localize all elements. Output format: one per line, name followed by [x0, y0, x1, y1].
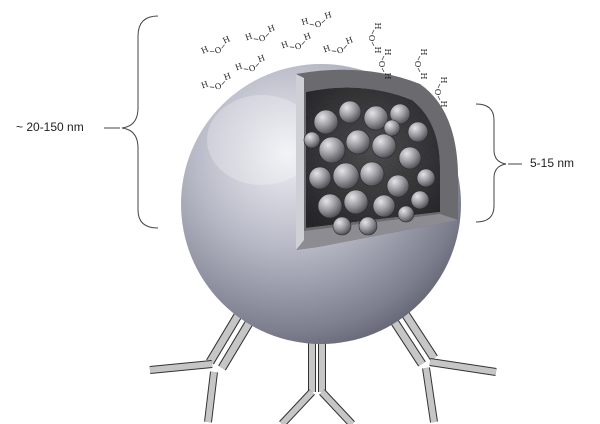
bond-line: [418, 56, 420, 60]
antibody-chain: [282, 392, 312, 424]
hydrogen-atom: H: [345, 35, 355, 46]
core-nanoparticle: [319, 137, 345, 163]
oxygen-atom: O: [336, 45, 346, 56]
core-nanoparticle: [384, 120, 400, 136]
bond-line: [372, 42, 374, 46]
hydrogen-atom: H: [439, 101, 448, 108]
hydrogen-atom: H: [200, 80, 210, 91]
bond-line: [438, 84, 440, 88]
bond-line: [221, 81, 225, 84]
cutaway-left-edge: [296, 74, 304, 250]
core-nanoparticle: [318, 194, 342, 218]
hydrogen-atom: H: [324, 10, 333, 21]
hydrogen-atom: H: [322, 44, 332, 55]
hydrogen-atom: H: [200, 45, 210, 56]
antibody-chain: [208, 372, 214, 422]
oxygen-atom: O: [214, 81, 224, 92]
core-nanoparticle: [373, 195, 395, 217]
hydrogen-atom: H: [300, 17, 309, 28]
hydrogen-atom: H: [223, 71, 233, 82]
core-nanoparticle: [417, 169, 435, 187]
core-nanoparticle: [333, 163, 359, 189]
antibody-chain: [150, 364, 212, 370]
bond-line: [382, 68, 384, 72]
core-nanoparticle: [411, 191, 429, 209]
core-nanoparticle: [314, 110, 338, 134]
oxygen-atom: O: [433, 89, 442, 96]
oxygen-atom: O: [367, 35, 376, 42]
bond-line: [321, 20, 325, 23]
hydrogen-atom: H: [257, 53, 267, 64]
antibody-chain: [322, 392, 352, 424]
hydrogen-atom: H: [244, 32, 254, 43]
hydrogen-atom: H: [439, 77, 448, 84]
hydrogen-atom: H: [419, 73, 428, 80]
core-size-brace: [476, 104, 506, 222]
hydrogen-atom: H: [221, 34, 231, 45]
bond-line: [301, 41, 305, 44]
outer-size-label: ~ 20-150 nm: [16, 120, 84, 134]
hydrogen-atom: H: [419, 49, 428, 56]
water-molecule: HOH: [367, 23, 382, 54]
core-size-label: 5-15 nm: [530, 156, 574, 170]
oxygen-atom: O: [413, 61, 422, 68]
core-nanoparticle: [309, 167, 331, 189]
cutaway-section: [296, 70, 458, 250]
oxygen-atom: O: [314, 19, 323, 30]
core-nanoparticle: [408, 122, 428, 142]
core-nanoparticle: [359, 217, 377, 235]
core-nanoparticle: [346, 130, 370, 154]
oxygen-atom: O: [248, 63, 258, 74]
core-nanoparticle: [399, 147, 421, 169]
core-nanoparticle: [398, 206, 414, 222]
antibody-chain: [426, 368, 434, 422]
hydrogen-atom: H: [280, 40, 290, 51]
bond-line: [372, 30, 374, 34]
bond-line: [343, 45, 347, 48]
core-nanoparticle: [387, 175, 409, 197]
hydrogen-atom: H: [267, 23, 277, 34]
oxygen-atom: O: [294, 41, 304, 52]
bond-line: [438, 96, 440, 100]
hydrogen-atom: H: [383, 49, 392, 56]
oxygen-atom: O: [258, 33, 268, 44]
core-nanoparticle: [304, 132, 320, 148]
core-nanoparticle: [372, 134, 396, 158]
hydrogen-atom: H: [383, 73, 392, 80]
bond-line: [382, 56, 384, 60]
hydrogen-atom: H: [373, 47, 382, 54]
core-nanoparticle: [344, 190, 368, 214]
hydrogen-atom: H: [303, 31, 313, 42]
outer-size-brace: [122, 16, 158, 228]
bond-line: [265, 33, 269, 36]
hydrogen-atom: H: [234, 62, 244, 73]
core-nanoparticle: [360, 162, 384, 186]
core-nanoparticle: [339, 101, 361, 123]
water-molecule: HOH: [413, 49, 428, 80]
core-nanoparticle: [333, 217, 351, 235]
oxygen-atom: O: [213, 45, 223, 56]
oxygen-atom: O: [377, 61, 386, 68]
bond-line: [418, 68, 420, 72]
bond-line: [255, 63, 259, 66]
hydrogen-atom: H: [373, 23, 382, 30]
